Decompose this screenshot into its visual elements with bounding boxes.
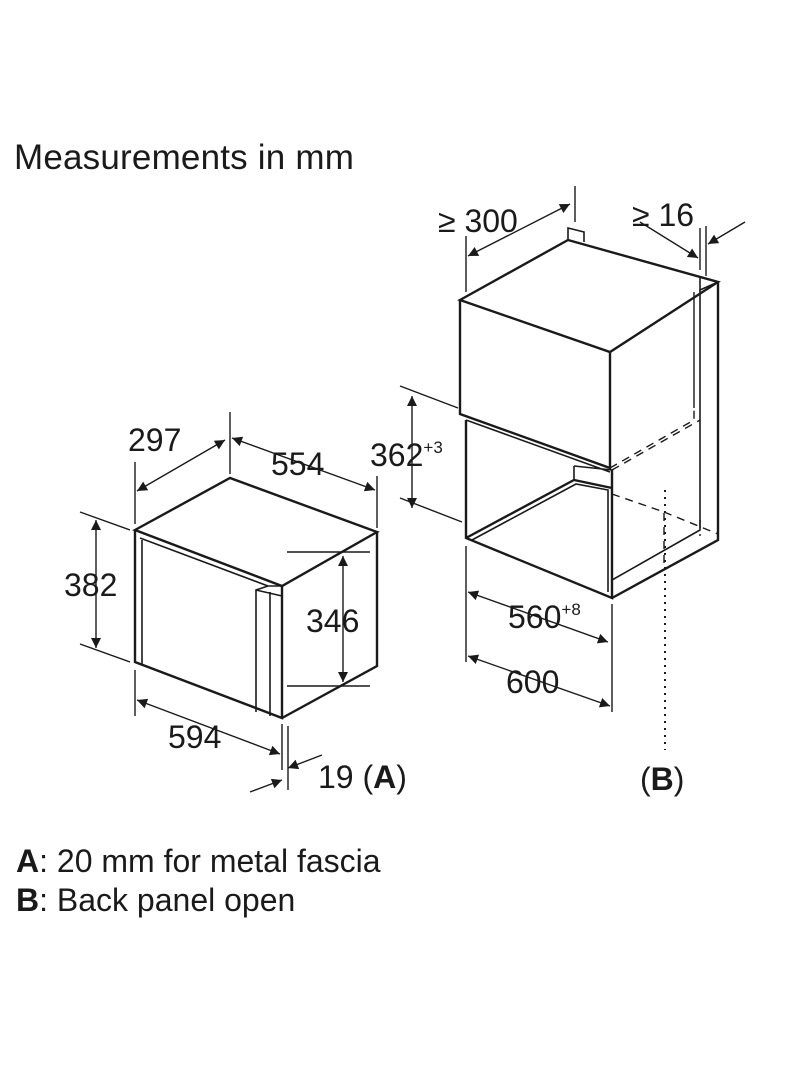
cabinet-upper-front xyxy=(458,300,612,470)
dim-depth-297: 297 xyxy=(128,422,181,458)
appliance-drawing xyxy=(132,476,380,720)
appliance-dimensions xyxy=(79,412,378,793)
dim-width-594: 594 xyxy=(168,719,221,755)
dim-depth-554: 554 xyxy=(271,446,324,482)
appliance-control-panel xyxy=(255,589,283,718)
dim-niche-height-362: 362+3 xyxy=(370,437,443,473)
back-marker-label: (B) xyxy=(640,761,684,797)
dim-inner-width-560: 560+8 xyxy=(508,599,581,635)
appliance-side-face xyxy=(281,532,379,720)
dim-top-depth-300: ≥ 300 xyxy=(438,203,518,239)
dim-height-382: 382 xyxy=(64,567,117,603)
legend-item-a: A: 20 mm for metal fascia xyxy=(16,843,381,879)
dim-fascia-19: 19 (A) xyxy=(318,759,407,795)
cabinet-dimensions xyxy=(399,186,746,712)
niche-inner-shelf xyxy=(465,419,613,592)
appliance-front-frame xyxy=(139,537,282,712)
cabinet-upper-top xyxy=(457,238,721,354)
measurements-title: Measurements in mm xyxy=(14,138,355,177)
cabinet-side-front-edge xyxy=(611,290,701,581)
cabinet-top-rim xyxy=(567,226,719,292)
legend: A: 20 mm for metal fascia B: Back panel … xyxy=(16,842,381,920)
legend-item-b: B: Back panel open xyxy=(16,882,296,918)
dim-outer-width-600: 600 xyxy=(506,664,559,700)
dim-top-gap-16: ≥ 16 xyxy=(632,197,694,233)
cabinet-drawing xyxy=(457,226,721,750)
appliance-top-face xyxy=(132,476,380,588)
dim-door-height-346: 346 xyxy=(306,603,359,639)
cabinet-side-panel xyxy=(611,282,720,600)
